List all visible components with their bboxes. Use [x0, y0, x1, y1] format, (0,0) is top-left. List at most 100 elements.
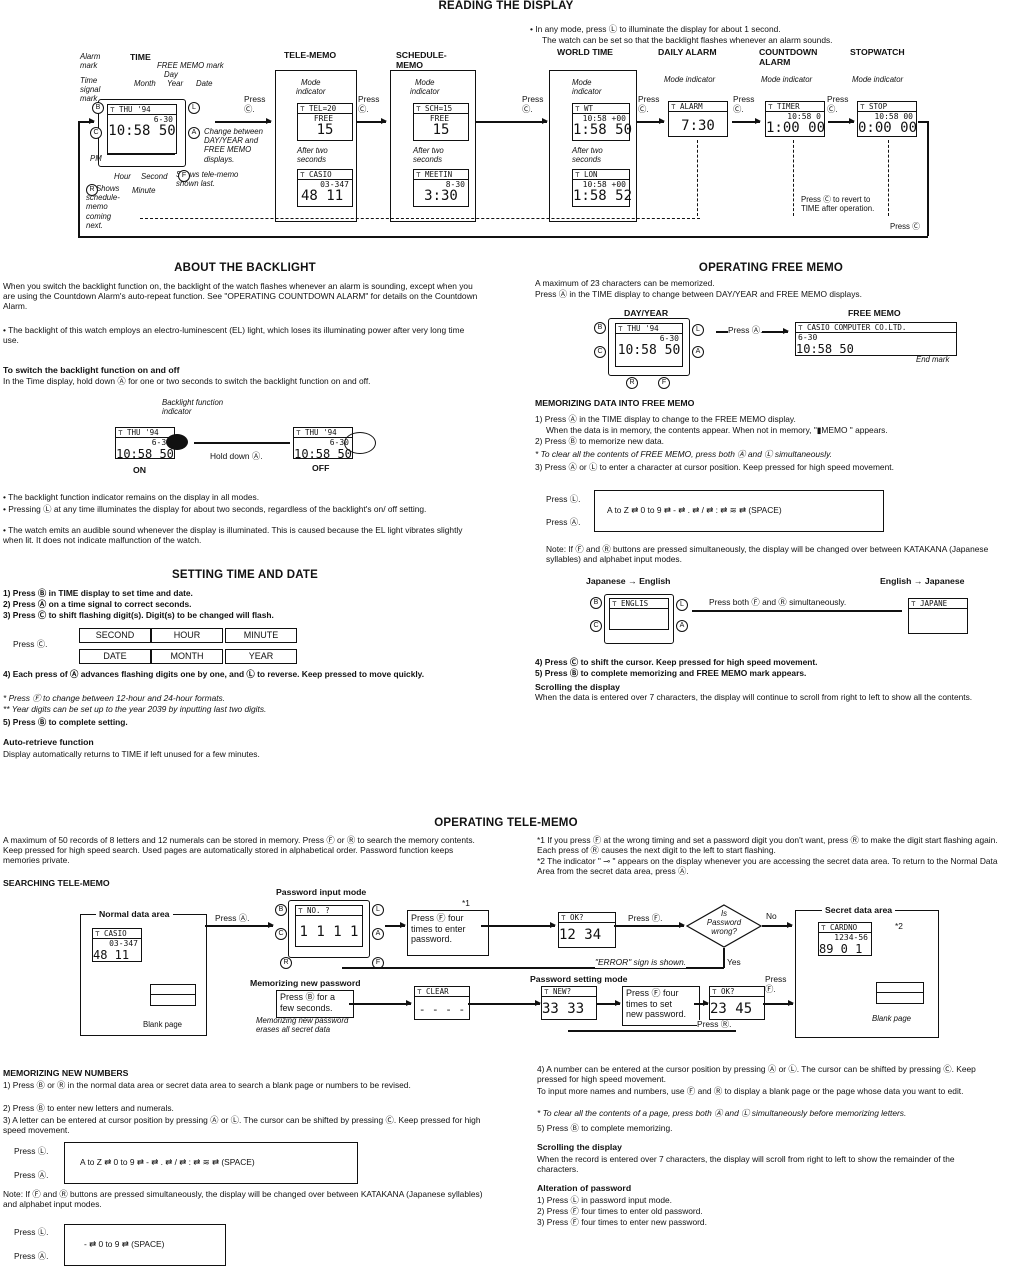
telememo-title: OPERATING TELE-MEMO: [434, 817, 578, 829]
mode-daily-heading: DAILY ALARM: [658, 47, 717, 57]
fm-button-l[interactable]: L: [692, 324, 704, 336]
fm-button-r[interactable]: R: [626, 377, 638, 389]
pwd-button-a[interactable]: A: [372, 928, 384, 940]
mode-sched-heading: SCHEDULE- MEMO: [396, 50, 447, 71]
on-label: ON: [133, 465, 147, 475]
reverse-forward-labels: [107, 154, 175, 162]
fm-button-b[interactable]: B: [594, 322, 606, 334]
tele-lcd-line2: FREE: [313, 114, 334, 123]
fm-step-1: 1) Press Ⓐ in the TIME display to change…: [535, 414, 796, 424]
fm-button-a[interactable]: A: [692, 346, 704, 358]
clear-to-new-arrow: [468, 1000, 541, 1006]
freememo-p2: Press Ⓐ in the TIME display to change be…: [535, 289, 862, 299]
count-mode-indicator: Mode indicator: [761, 75, 813, 84]
alteration-1: 1) Press Ⓛ in password input mode.: [537, 1195, 672, 1205]
sched2-lcd: ⊤ MEETIN 8-30 3:30: [413, 169, 469, 207]
mode-world-heading: WORLD TIME: [557, 47, 613, 57]
sched-lcd-big: 15: [432, 122, 450, 138]
kw-button-c[interactable]: C: [590, 620, 602, 632]
bl-on-line2: 6-30: [151, 438, 171, 447]
normal-lcd: ⊤ CASIO 03-347 48 11: [92, 928, 142, 962]
cycle-second: SECOND: [79, 628, 151, 643]
kw-button-l[interactable]: L: [676, 599, 688, 611]
sched2-lcd-big: 3:30: [424, 188, 458, 204]
four-to-ok-arrow: [481, 922, 556, 928]
fm-button-f[interactable]: F: [658, 377, 670, 389]
bl-off-top: ⊤ THU '94: [294, 428, 352, 438]
arrow-daily-to-count: [732, 118, 761, 124]
kw-button-b[interactable]: B: [590, 597, 602, 609]
press-both-label: Press both Ⓕ and Ⓡ simultaneously.: [709, 597, 847, 607]
fm-step-3: 3) Press Ⓐ or Ⓛ to enter a character at …: [535, 462, 894, 472]
tm-num-sequence-box: [64, 1224, 226, 1266]
pwd-button-f[interactable]: F: [372, 957, 384, 969]
backlight-note-2: The watch can be set so that the backlig…: [542, 35, 833, 45]
setting-press-c: Press Ⓒ.: [13, 639, 48, 649]
fm-scroll-title: Scrolling the display: [535, 682, 620, 692]
setting-step-3: 3) Press Ⓒ to shift flashing digit(s). D…: [3, 610, 274, 620]
pwd-set-label: Password setting mode: [530, 974, 628, 984]
new-lcd-top: ⊤ NEW?: [542, 987, 596, 997]
english-to-japanese-label: English → Japanese: [880, 576, 965, 586]
secret-lcd: ⊤ CARDNO 1234-56 89 0 1: [818, 922, 872, 956]
backlight-switch-title: To switch the backlight function on and …: [3, 365, 180, 375]
fm-char-sequence-box: [594, 490, 884, 532]
arrow-count-to-stop: [828, 118, 855, 124]
free-memo-lcd: ⊤ CASIO COMPUTER CO.LTD. 6-30 10:58 50: [795, 322, 957, 356]
button-c[interactable]: C: [90, 127, 102, 139]
star-2-label: *2: [895, 921, 903, 931]
ok-lcd-top: ⊤ OK?: [559, 913, 615, 923]
tele-lcd-big: 15: [316, 122, 334, 138]
alteration-2: 2) Press Ⓕ four times to enter old passw…: [537, 1206, 703, 1216]
ok2-lcd-top: ⊤ OK?: [710, 987, 764, 997]
month-label: Month: [134, 79, 156, 88]
time-watch: ⊤ THU '94 6-30 10:58 50: [98, 99, 186, 167]
yes-line: [723, 948, 725, 968]
fm-button-c[interactable]: C: [594, 346, 606, 358]
normal-blank-top: [151, 985, 195, 995]
arrow-time-to-tele: [215, 118, 272, 124]
pm-label: PM: [90, 154, 102, 163]
year-label: Year: [167, 79, 184, 88]
free-memo-lcd-line2: 6-30: [798, 333, 818, 342]
stop-lcd-big: 0:00 00: [858, 120, 918, 136]
button-b[interactable]: B: [92, 102, 104, 114]
press-c-label-2: Press Ⓒ.: [358, 94, 380, 114]
pwd-button-b[interactable]: B: [275, 904, 287, 916]
bl-on-top: ⊤ THU '94: [116, 428, 174, 438]
arrow-sched-to-world: [475, 118, 548, 124]
button-r[interactable]: R: [86, 184, 98, 196]
pwd-button-r[interactable]: R: [280, 957, 292, 969]
daily-mode-indicator: Mode indicator: [664, 75, 716, 84]
backlight-note-1: • In any mode, press Ⓛ to illuminate the…: [530, 24, 781, 34]
bl-on-big: 10:58 50: [116, 447, 174, 461]
clear-lcd-top: ⊤ CLEAR: [415, 987, 469, 997]
pwd-input-label: Password input mode: [276, 887, 367, 897]
pwd-lcd-big: 1 1 1 1: [299, 924, 359, 940]
pwd-button-c[interactable]: C: [275, 928, 287, 940]
kw-button-a[interactable]: A: [676, 620, 688, 632]
backlight-on-indicator-icon: [166, 434, 188, 450]
password-wrong-text: Is Password wrong?: [706, 909, 742, 937]
backlight-switch-text: In the Time display, hold down Ⓐ for one…: [3, 376, 371, 386]
button-a[interactable]: A: [188, 127, 200, 139]
clear-lcd-big: - - - -: [418, 1003, 466, 1016]
button-l[interactable]: L: [188, 102, 200, 114]
japanese-lcd: ⊤ JAPANE: [908, 598, 968, 634]
error-label: "ERROR" sign is shown.: [595, 957, 687, 968]
tele-after-two: After two seconds: [297, 146, 328, 165]
end-mark-label: End mark: [916, 355, 950, 364]
pwd-to-four-arrow: [385, 922, 406, 928]
tm-press-f: Press Ⓕ.: [628, 913, 663, 923]
pwd-button-l[interactable]: L: [372, 904, 384, 916]
tele2-lcd-big: 48 11: [301, 188, 344, 204]
fm-step-1b: When the data is in memory, the contents…: [546, 425, 888, 435]
decision-diamond: [685, 904, 763, 948]
fm-press-l: Press Ⓛ.: [546, 494, 581, 504]
button-f[interactable]: F: [178, 170, 190, 182]
pwd-lcd: ⊤ NO. ? 1 1 1 1: [295, 905, 363, 947]
telememo-note-1: *1 If you press Ⓕ at the wrong timing an…: [537, 835, 998, 855]
mem-new-pwd-label: Memorizing new password: [250, 978, 361, 988]
auto-retrieve-title: Auto-retrieve function: [3, 737, 94, 747]
secret-blank-top: [877, 983, 923, 993]
